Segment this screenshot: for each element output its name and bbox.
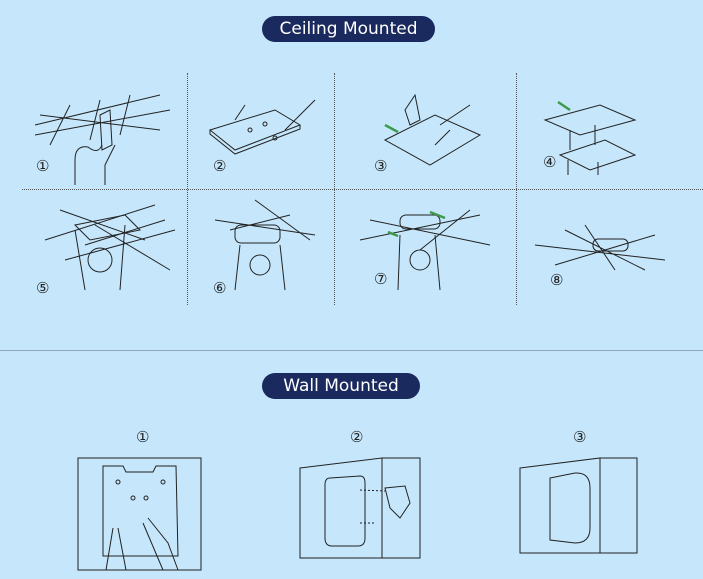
ceiling-step-2-label: ② — [213, 157, 227, 175]
section-title-ceiling: Ceiling Mounted — [262, 16, 435, 42]
ceiling-step-3-illustration — [383, 93, 482, 166]
ceiling-step-7-label: ⑦ — [374, 270, 388, 288]
wall-step-2-label: ② — [350, 428, 364, 446]
wall-step-2-illustration — [299, 457, 421, 559]
grid-divider — [22, 189, 703, 190]
ceiling-step-4-label: ④ — [543, 153, 557, 171]
ceiling-step-5-illustration — [44, 204, 176, 291]
section-separator — [0, 350, 703, 351]
ceiling-step-2-illustration — [208, 99, 316, 155]
wall-step-3-illustration — [519, 457, 638, 554]
wall-step-3-label: ③ — [573, 428, 587, 446]
ceiling-step-6-illustration — [214, 199, 316, 291]
ceiling-step-6-label: ⑥ — [213, 279, 227, 297]
ceiling-step-1-illustration — [34, 94, 171, 185]
ceiling-step-7-illustration — [359, 209, 491, 291]
wall-step-1-illustration — [77, 457, 202, 571]
ceiling-step-3-label: ③ — [374, 157, 388, 175]
ceiling-step-8-label: ⑧ — [550, 271, 564, 289]
ceiling-step-4-illustration — [543, 100, 637, 175]
ceiling-step-8-illustration — [534, 224, 666, 271]
section-title-wall: Wall Mounted — [262, 373, 420, 399]
wall-step-1-label: ① — [136, 428, 150, 446]
ceiling-step-1-label: ① — [36, 157, 50, 175]
ceiling-step-5-label: ⑤ — [36, 279, 50, 297]
